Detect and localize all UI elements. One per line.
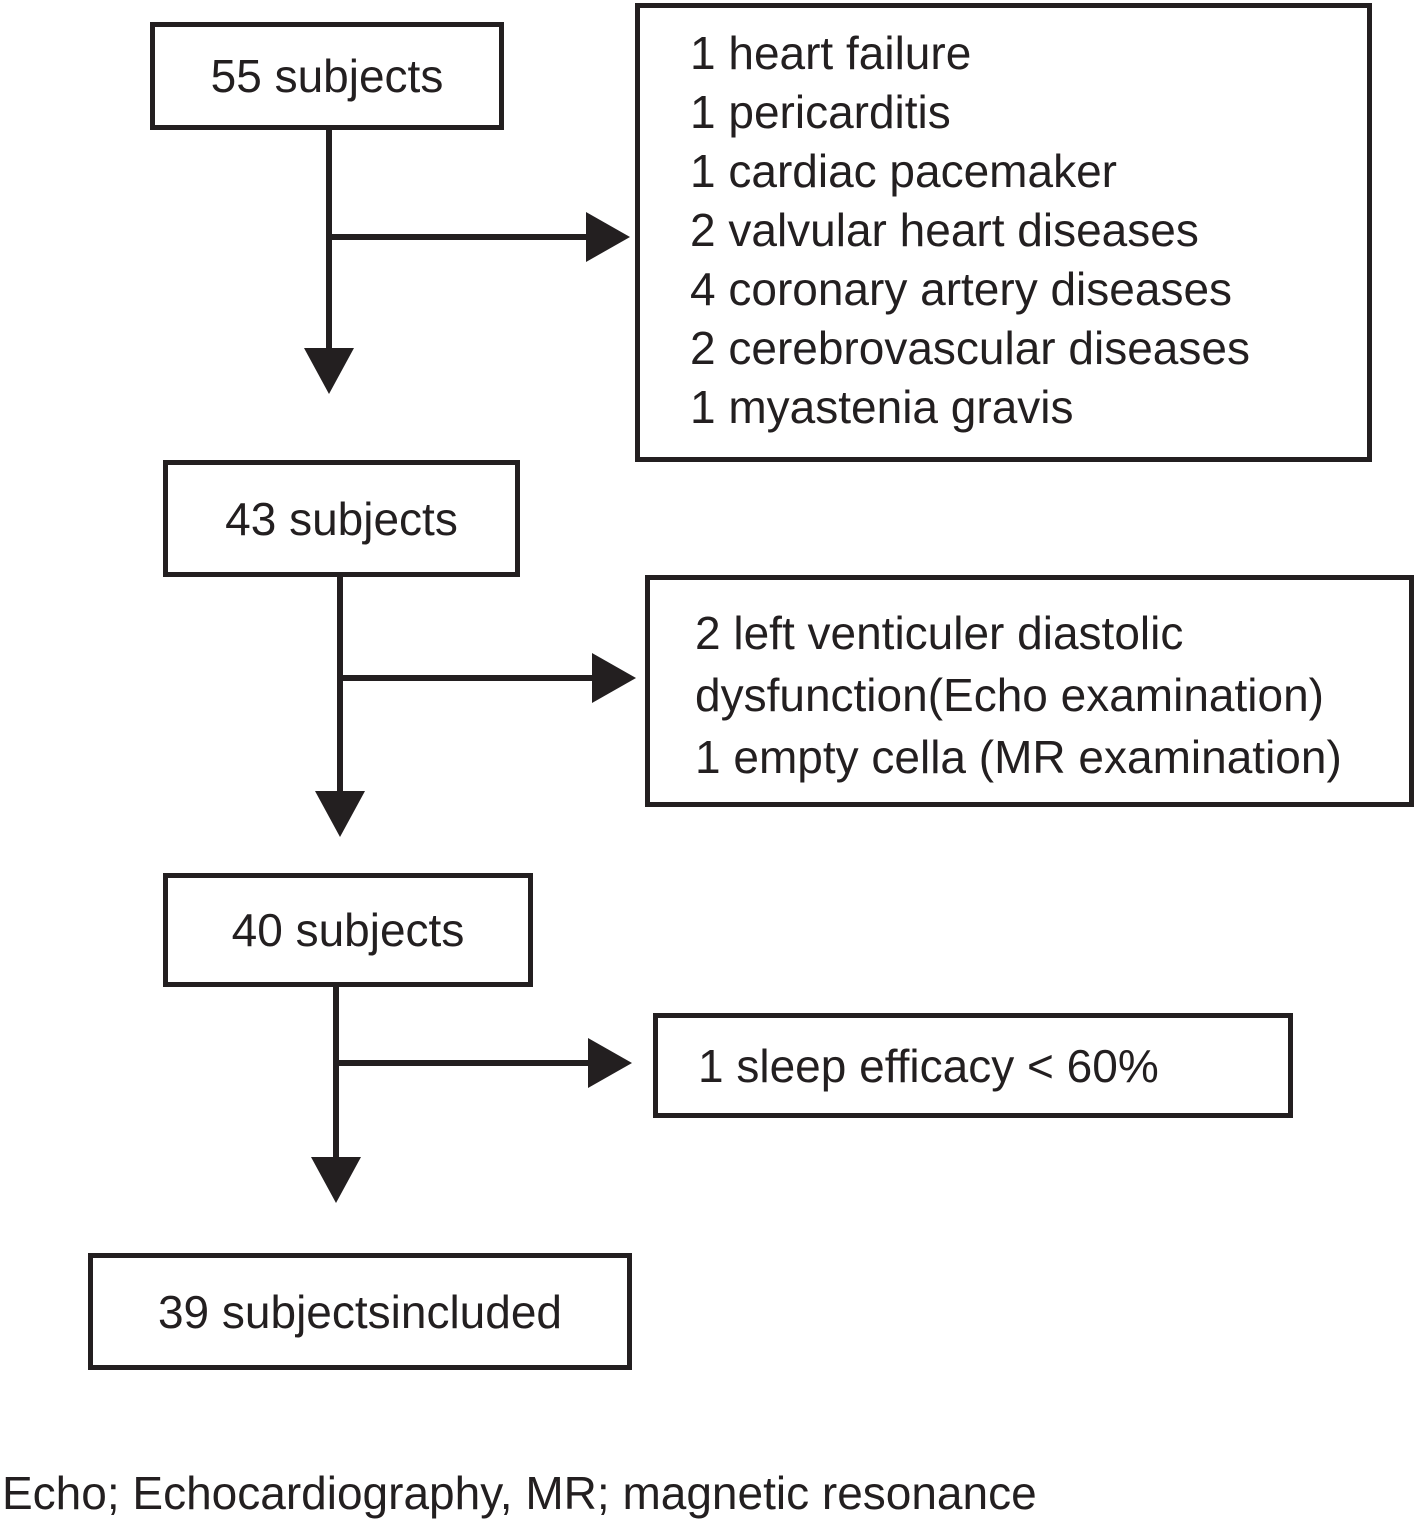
flow-node-40-subjects: 40 subjects xyxy=(163,873,533,987)
flow-node-label: 43 subjects xyxy=(225,492,458,545)
arrow-down-icon xyxy=(311,1157,361,1203)
exclusion-box-examinations: 2 left venticuler diastolic dysfunction(… xyxy=(645,575,1414,807)
exclusion-item: 2 cerebrovascular diseases xyxy=(690,322,1250,374)
flow-node-label: 40 subjects xyxy=(231,904,465,956)
flow-node-label: 39 subjectsincluded xyxy=(157,1285,563,1338)
flow-node-label: 55 subjects xyxy=(210,50,444,102)
exclusion-item: dysfunction(Echo examination) xyxy=(695,669,1324,721)
arrow-line-down-3 xyxy=(333,985,339,1159)
exclusion-item: 1 empty cella (MR examination) xyxy=(695,731,1342,783)
arrow-right-icon xyxy=(592,653,636,703)
exclusion-box-sleep-efficacy: 1 sleep efficacy < 60% xyxy=(653,1013,1293,1118)
exclusion-item: 1 heart failure xyxy=(690,27,972,79)
exclusion-item: 1 myastenia gravis xyxy=(690,381,1074,433)
flow-node-39-subjects-included: 39 subjectsincluded xyxy=(88,1253,632,1370)
flow-node-55-subjects: 55 subjects xyxy=(150,22,504,130)
exclusion-item: 1 cardiac pacemaker xyxy=(690,145,1117,197)
arrow-right-icon xyxy=(586,212,630,262)
arrow-down-icon xyxy=(304,348,354,394)
arrow-down-icon xyxy=(315,791,365,837)
arrow-line-right-1 xyxy=(326,234,588,240)
flow-node-43-subjects: 43 subjects xyxy=(163,460,520,577)
exclusion-item: 4 coronary artery diseases xyxy=(690,263,1233,315)
exclusion-item: 2 valvular heart diseases xyxy=(690,204,1199,256)
arrow-line-right-3 xyxy=(333,1060,590,1066)
arrow-line-down-2 xyxy=(337,575,343,793)
arrow-right-icon xyxy=(588,1038,632,1088)
exclusion-box-baseline: 1 heart failure 1 pericarditis 1 cardiac… xyxy=(635,3,1372,462)
abbreviation-footnote: Echo; Echocardiography, MR; magnetic res… xyxy=(2,1467,1037,1519)
exclusion-item: 2 left venticuler diastolic xyxy=(695,607,1184,659)
exclusion-item: 1 sleep efficacy < 60% xyxy=(698,1039,1159,1092)
exclusion-item: 1 pericarditis xyxy=(690,86,951,138)
arrow-line-right-2 xyxy=(337,675,594,681)
